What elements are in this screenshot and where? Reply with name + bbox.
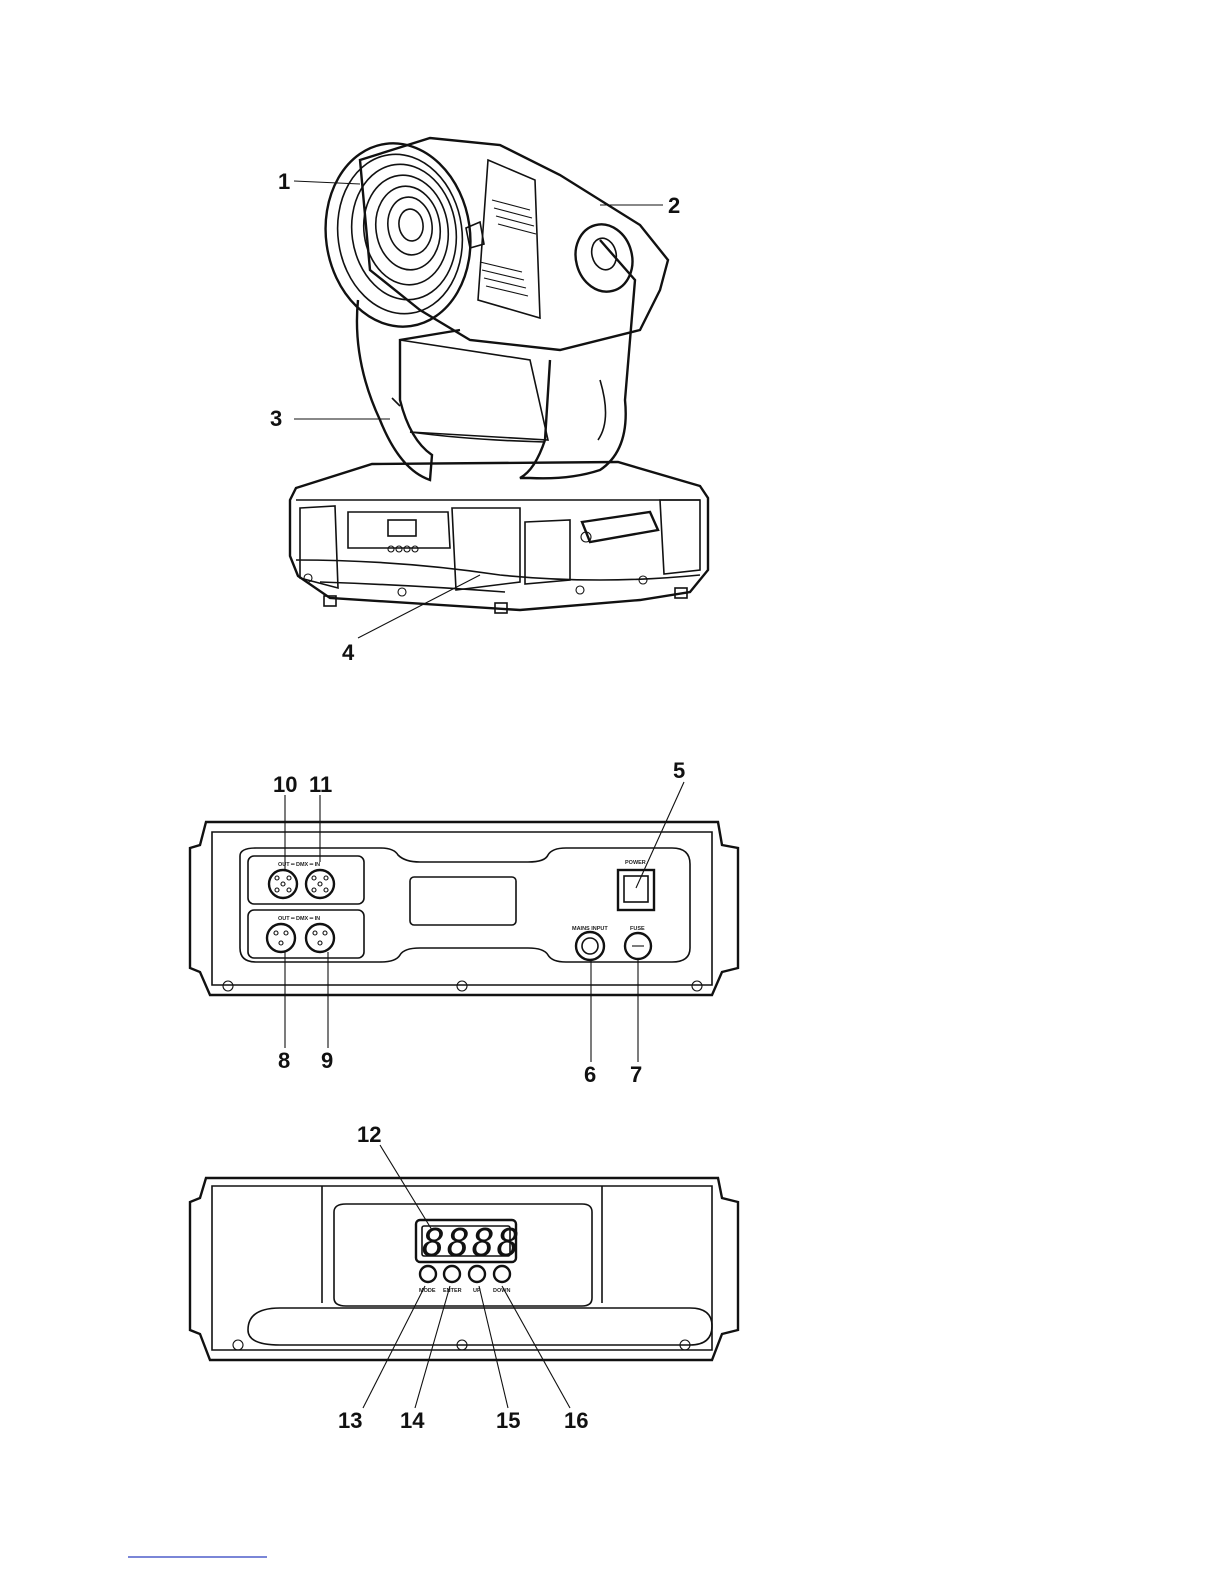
head-vents (480, 200, 536, 296)
dmx-bottom-label: OUT ━ DMX ━ IN (278, 916, 320, 922)
front-panel-drawing: 8888 MODE ENTER UP DOWN (190, 1178, 738, 1360)
up-button[interactable]: UP (469, 1266, 485, 1294)
enter-button[interactable]: ENTER (443, 1266, 462, 1294)
callout-8: 8 (278, 1048, 290, 1073)
callout-11: 11 (309, 772, 332, 797)
dmx-out-5pin-connector (269, 870, 297, 898)
callout-9: 9 (321, 1048, 333, 1073)
down-label: DOWN (493, 1288, 510, 1294)
figure2-leaders (285, 782, 684, 1062)
callout-1: 1 (278, 169, 290, 194)
dmx-in-3pin-connector (306, 924, 334, 952)
callout-3: 3 (270, 406, 282, 431)
down-button[interactable]: DOWN (493, 1266, 510, 1294)
callout-7: 7 (630, 1062, 642, 1087)
callout-6: 6 (584, 1062, 596, 1087)
callout-5: 5 (673, 758, 685, 783)
callout-4: 4 (342, 640, 355, 665)
display-value: 8888 (422, 1221, 522, 1265)
mode-button[interactable]: MODE (419, 1266, 436, 1294)
callout-16: 16 (564, 1408, 588, 1433)
lens-front (314, 134, 482, 336)
dmx-top-label: OUT ━ DMX ━ IN (278, 862, 320, 868)
fuse-label: FUSE (630, 926, 645, 932)
figure3-leaders (363, 1145, 570, 1408)
dmx-in-5pin-connector (306, 870, 334, 898)
moving-head-fixture-drawing (290, 134, 708, 613)
callout-2: 2 (668, 193, 680, 218)
mains-input-socket (576, 932, 604, 960)
enter-label: ENTER (443, 1288, 462, 1294)
callout-14: 14 (400, 1408, 425, 1433)
callout-15: 15 (496, 1408, 520, 1433)
base-button-row (388, 546, 418, 552)
callout-12: 12 (357, 1122, 381, 1147)
dmx-out-3pin-connector (267, 924, 295, 952)
callout-10: 10 (273, 772, 297, 797)
power-label: POWER (625, 860, 646, 866)
callout-13: 13 (338, 1408, 362, 1433)
rear-panel-drawing: OUT ━ DMX ━ IN OUT ━ DMX ━ IN POWER MAIN… (190, 822, 738, 995)
